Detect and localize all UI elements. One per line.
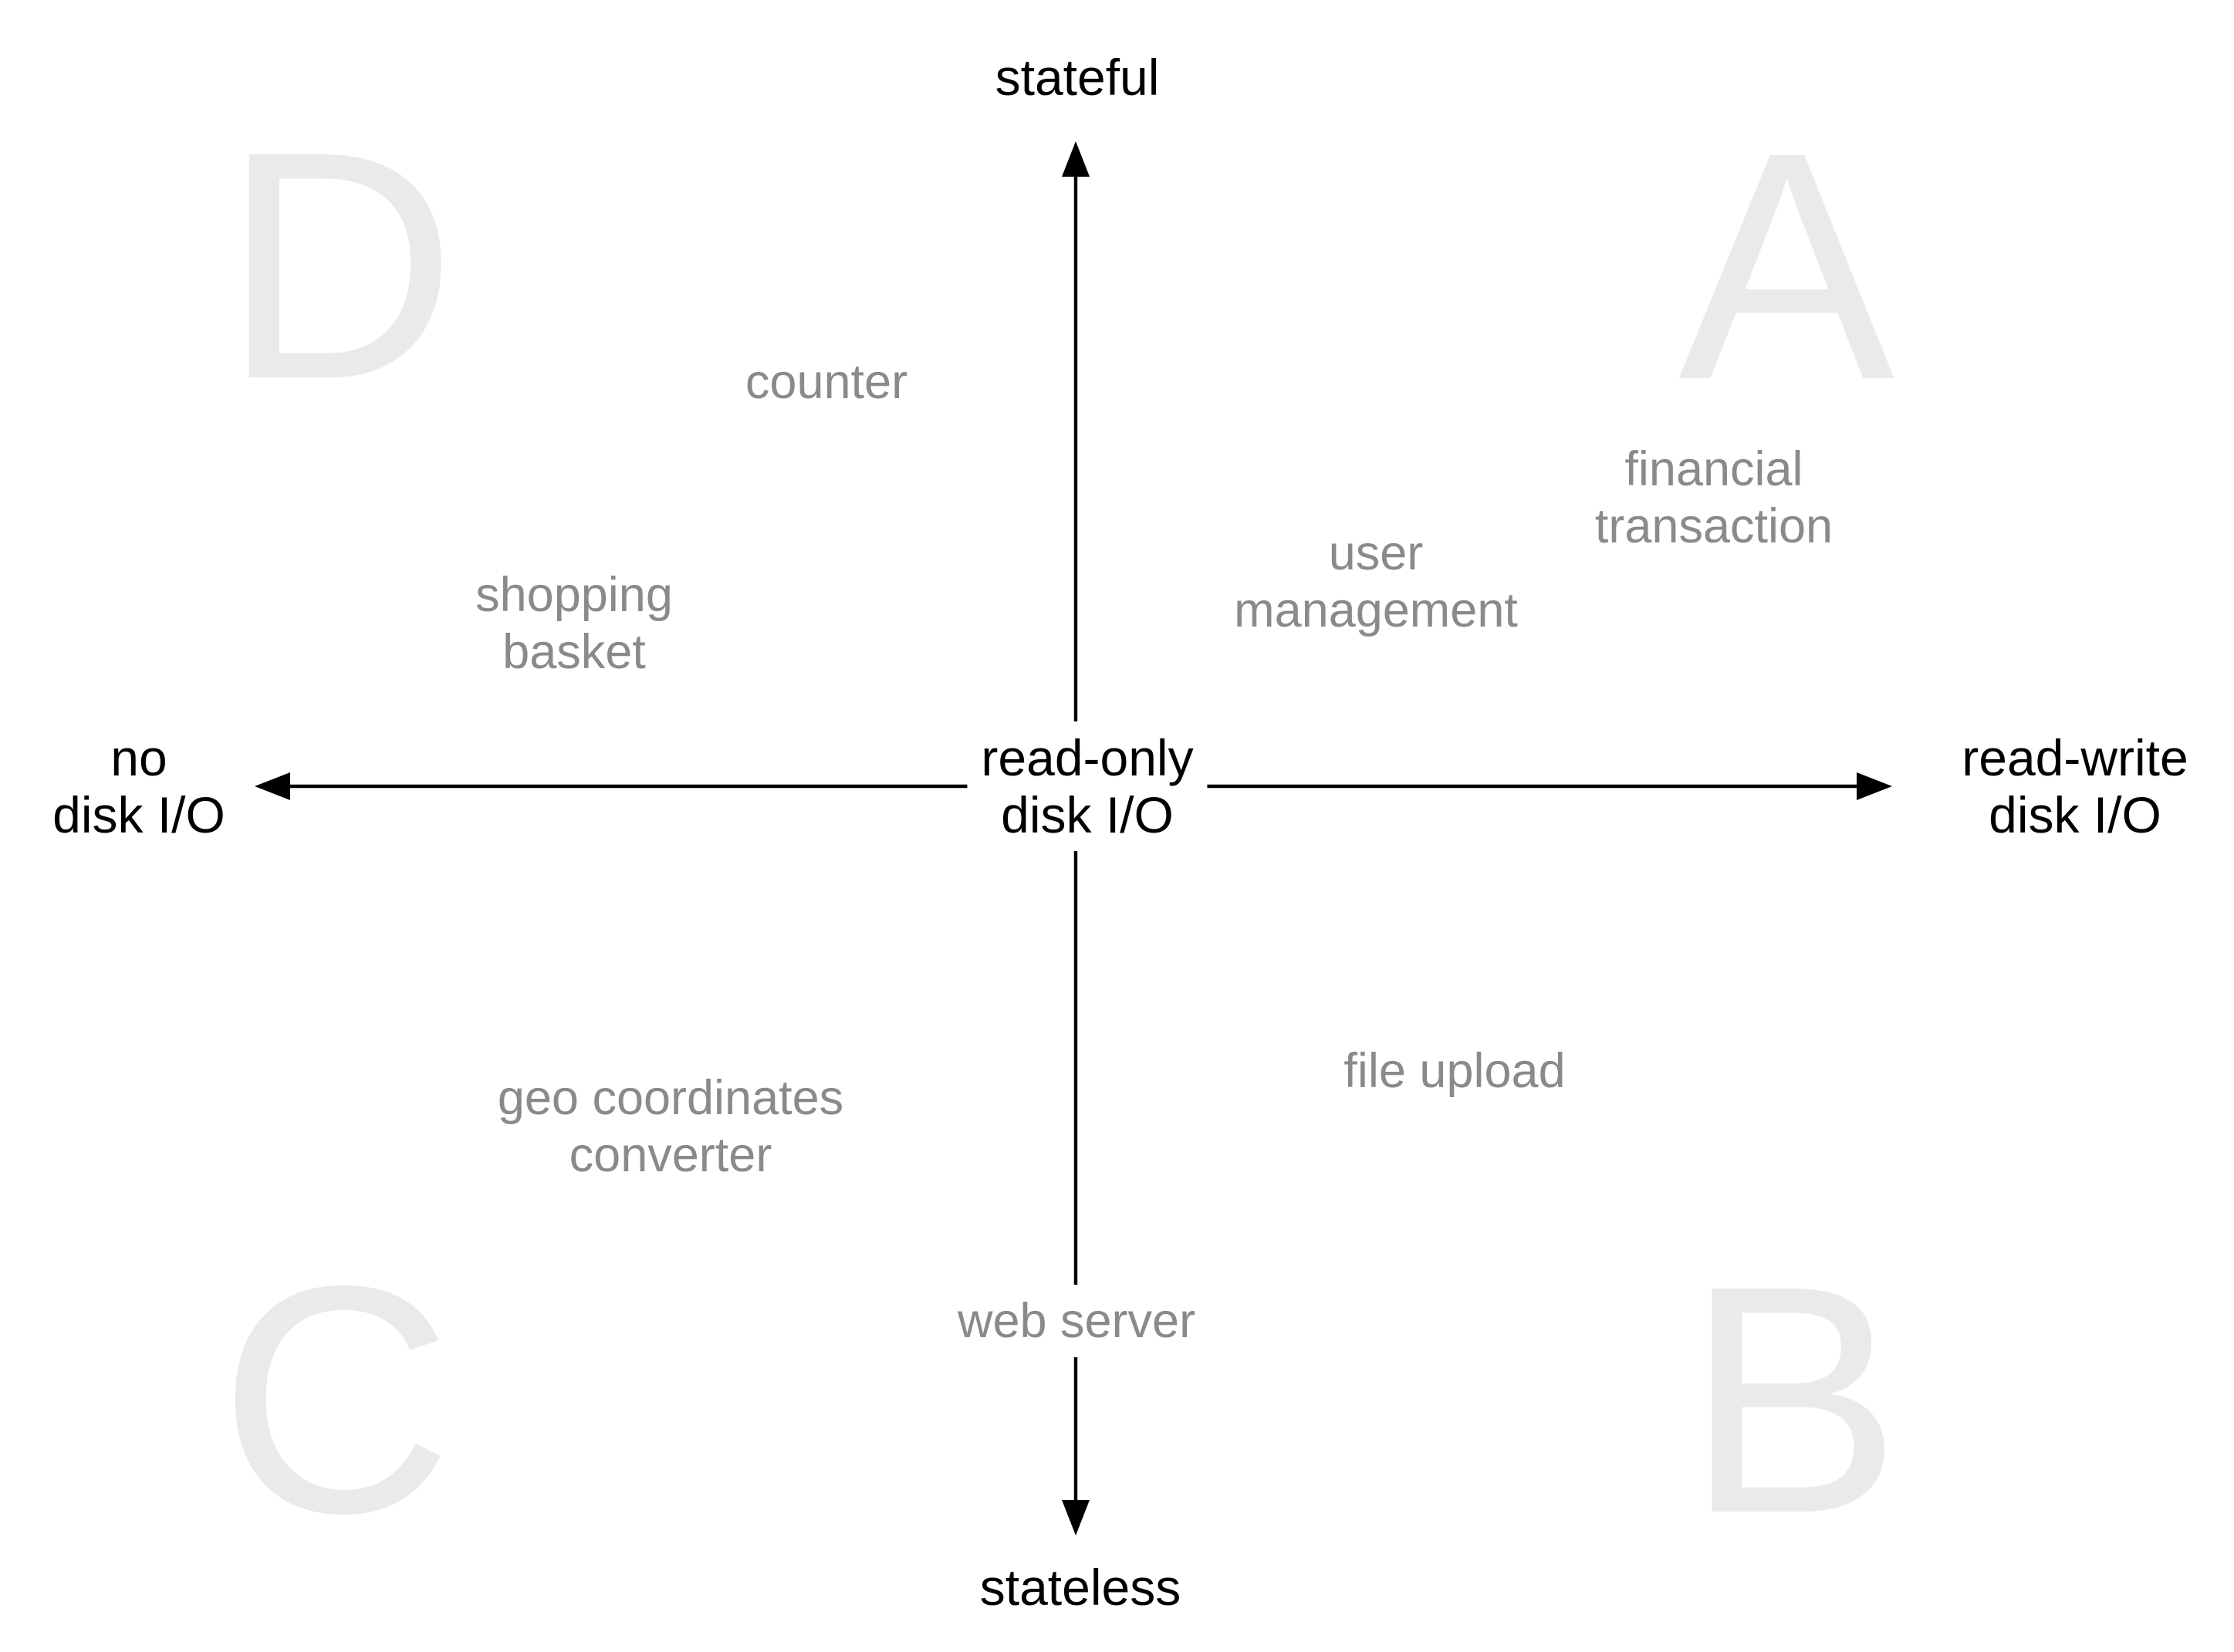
item-label-line: user (1328, 526, 1424, 580)
item-user-management: user management (1234, 525, 1518, 639)
down-arrowhead-icon (1062, 1500, 1090, 1535)
axis-label-read-only-disk-io: read-only disk I/O (967, 721, 1208, 851)
item-label-line: converter (569, 1128, 772, 1182)
item-label-line: management (1234, 583, 1518, 637)
quadrant-letter-d: D (222, 85, 456, 447)
item-label-line: transaction (1594, 499, 1834, 553)
item-counter: counter (745, 355, 908, 409)
item-web-server: web server (943, 1285, 1210, 1357)
item-financial-transaction: financial transaction (1595, 441, 1833, 555)
axis-label-line: no (110, 729, 167, 786)
axis-label-stateless: stateless (979, 1559, 1181, 1616)
item-shopping-basket: shopping basket (475, 566, 673, 681)
item-label-line: shopping (475, 568, 673, 622)
axis-label-stateful: stateful (995, 49, 1160, 106)
axis-label-line: read-only (981, 729, 1194, 786)
item-file-upload: file upload (1343, 1044, 1566, 1098)
axis-label-line: read-write (1962, 729, 2188, 786)
axis-label-line: disk I/O (1989, 786, 2161, 843)
axis-label-no-disk-io: no disk I/O (52, 729, 225, 843)
quadrant-letter-a: A (1678, 86, 1894, 448)
item-label-line: geo coordinates (497, 1071, 844, 1125)
item-geo-coordinates-converter: geo coordinates converter (498, 1069, 843, 1184)
up-arrowhead-icon (1062, 141, 1090, 177)
quadrant-letter-b: B (1685, 1219, 1901, 1581)
axis-label-read-write-disk-io: read-write disk I/O (1962, 729, 2188, 843)
axis-label-line: disk I/O (1001, 786, 1174, 843)
left-arrowhead-icon (255, 772, 290, 800)
item-label-line: financial (1624, 442, 1803, 496)
item-label-line: basket (502, 625, 646, 679)
quadrant-letter-c: C (218, 1219, 452, 1581)
right-arrowhead-icon (1857, 772, 1892, 800)
axis-label-line: disk I/O (52, 786, 225, 843)
